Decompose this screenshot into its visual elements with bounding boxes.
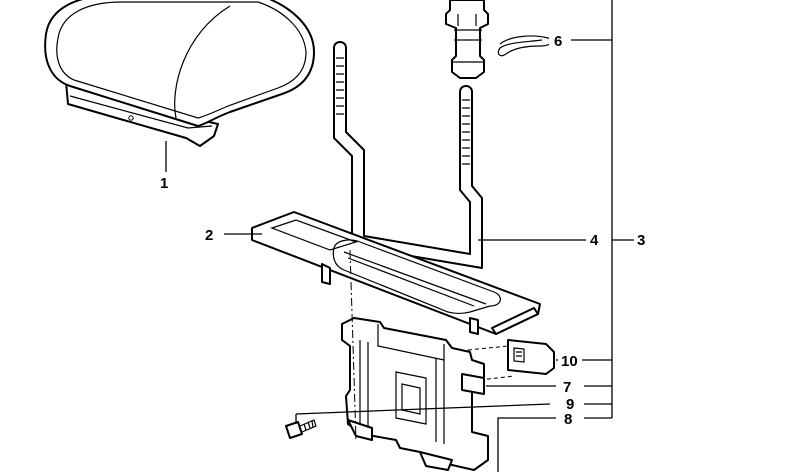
headrest-part: [44, 0, 315, 147]
leader-line-8: [497, 417, 556, 472]
callout-2: 2: [205, 227, 213, 244]
bolt-part: [285, 419, 317, 439]
mounting-bracket-part: [341, 317, 489, 471]
callout-3: 3: [637, 232, 645, 249]
spring-clip-part: [497, 35, 553, 57]
callout-6-label: 6: [554, 33, 562, 50]
lock-cylinder-part: [445, 0, 489, 79]
callout-4: 4: [590, 232, 599, 249]
leader-line-9: [295, 403, 551, 415]
support-bracket-part: [333, 41, 483, 269]
callout-10-label: 10: [561, 353, 578, 370]
callout-9: 9: [566, 396, 574, 413]
retainer-clip-part: [467, 339, 555, 381]
callout-1: 1: [160, 175, 168, 192]
trim-cover-part: [251, 211, 541, 335]
callout-7: 7: [563, 379, 571, 396]
callout-8: 8: [564, 411, 572, 428]
